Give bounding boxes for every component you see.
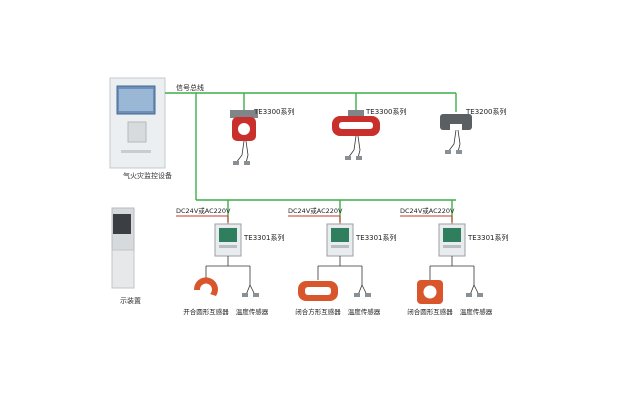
- top-sensor-1: TE3300系列: [230, 107, 295, 165]
- display-device: [111, 207, 135, 289]
- sensor-lead: [235, 140, 245, 164]
- controller-label: 气火灾监控设备: [123, 171, 172, 180]
- probe-tip: [233, 161, 239, 165]
- probe-tip: [445, 150, 451, 154]
- top-sensor-group: TE3300系列 TE3300系列 TE3200系列: [230, 107, 507, 165]
- top-sensor-3: TE3200系列: [440, 107, 507, 154]
- temp-probe: [466, 293, 472, 297]
- power-label: DC24V或AC220V: [288, 206, 343, 215]
- controller-screen-inner: [119, 89, 153, 111]
- sensor-lead: [347, 135, 357, 159]
- ct-split-ring: [193, 277, 218, 296]
- probe-tip: [345, 156, 351, 160]
- temp-sensor-label: 温度传感器: [460, 307, 493, 316]
- module-series-label: TE3301系列: [467, 233, 509, 242]
- temp-probe: [242, 293, 248, 297]
- sensor-ring-body: [440, 114, 472, 130]
- sensor-ring-hole: [238, 123, 250, 135]
- ct-label: 开合圆形互感器: [183, 307, 229, 316]
- signal-bus: [165, 92, 457, 222]
- monitor-controller-device: [109, 77, 166, 169]
- display-label: 示装置: [120, 296, 141, 305]
- module-2: DC24V或AC220V TE3301系列闭合方形互感器温度传感器: [288, 206, 397, 316]
- sensor-clamp-head: [230, 110, 258, 118]
- probe-tip: [356, 156, 362, 160]
- sensor-lead: [357, 135, 361, 159]
- display-screen: [113, 214, 131, 234]
- module-series-label: TE3301系列: [355, 233, 397, 242]
- temp-probe: [253, 293, 259, 297]
- controller-printer: [127, 121, 147, 143]
- ct-label: 闭合方形互感器: [295, 307, 341, 316]
- top-sensor-series-label: TE3300系列: [365, 107, 407, 116]
- power-label: DC24V或AC220V: [400, 206, 455, 215]
- top-sensor-2: TE3300系列: [332, 107, 407, 160]
- module-group: DC24V或AC220VTE3301系列开合圆形互感器温度传感器DC24V或AC…: [176, 206, 509, 316]
- sensor-lead: [457, 129, 461, 153]
- temp-probe: [477, 293, 483, 297]
- module-buttons: [443, 245, 461, 248]
- probe-tip: [456, 150, 462, 154]
- module-series-label: TE3301系列: [243, 233, 285, 242]
- sensor-lead: [447, 129, 457, 153]
- temp-sensor-label: 温度传感器: [348, 307, 381, 316]
- module-buttons: [331, 245, 349, 248]
- module-buttons: [219, 245, 237, 248]
- sensor-ring-hole: [450, 124, 462, 130]
- power-label: DC24V或AC220V: [176, 206, 231, 215]
- temp-probe: [365, 293, 371, 297]
- sensor-ring-hole: [339, 122, 373, 129]
- top-sensor-series-label: TE3300系列: [253, 107, 295, 116]
- module-screen: [219, 228, 237, 242]
- module-1: DC24V或AC220V TE3301系列开合圆形互感器温度传感器: [176, 206, 285, 316]
- sensor-lead: [245, 140, 249, 164]
- bus-label: 信号总线: [176, 83, 204, 92]
- ct-label: 闭合圆形互感器: [407, 307, 453, 316]
- module-screen: [443, 228, 461, 242]
- top-sensor-series-label: TE3200系列: [465, 107, 507, 116]
- temp-sensor-label: 温度传感器: [236, 307, 269, 316]
- module-3: DC24V或AC220V TE3301系列闭合圆形互感器温度传感器: [400, 206, 509, 316]
- probe-tip: [244, 161, 250, 165]
- temp-probe: [354, 293, 360, 297]
- module-screen: [331, 228, 349, 242]
- sensor-clamp-head: [348, 110, 364, 117]
